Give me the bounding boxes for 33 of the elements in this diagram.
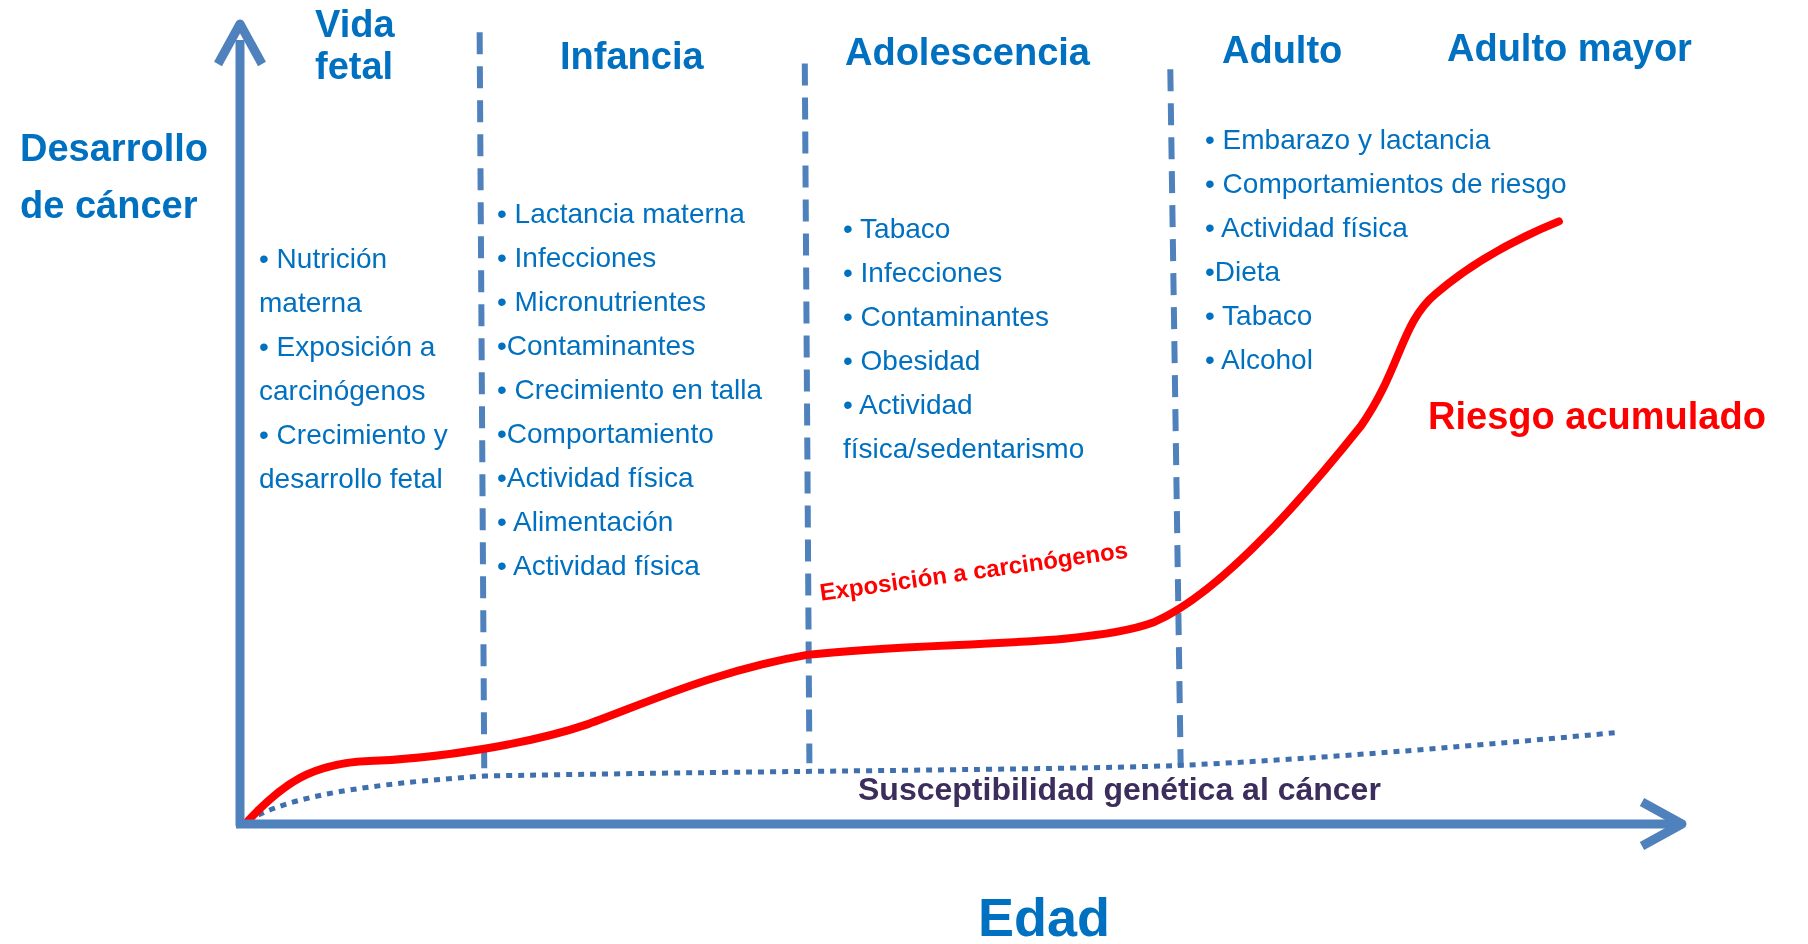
- list-item: • Infecciones: [843, 256, 1004, 290]
- stage-heading: Adolescencia: [845, 32, 1090, 74]
- list-item: •Contaminantes: [497, 329, 697, 363]
- list-item: • Comportamientos de riesgo: [1205, 167, 1568, 201]
- stage-heading: Infancia: [560, 36, 704, 78]
- list-item: • Crecimiento en talla: [497, 373, 764, 407]
- y-axis-label: Desarrollo de cáncer: [20, 126, 209, 228]
- list-item: • Micronutrientes: [497, 285, 707, 319]
- list-item: • Exposición a carcinógenos: [259, 330, 437, 408]
- list-item: •Actividad física: [497, 461, 695, 495]
- list-item: • Actividad física: [497, 549, 701, 583]
- list-item: • Crecimiento y desarrollo fetal: [259, 418, 449, 496]
- list-item: •Dieta: [1205, 255, 1282, 289]
- list-item: • Nutrición materna: [259, 242, 389, 320]
- list-item: • Embarazo y lactancia: [1205, 123, 1492, 157]
- list-item: • Tabaco: [1205, 299, 1314, 333]
- list-item: • Obesidad: [843, 344, 982, 378]
- curve-label: Susceptibilidad genética al cáncer: [858, 772, 1381, 808]
- curve-label: Exposición a carcinógenos: [818, 536, 1130, 607]
- list-item: • Contaminantes: [843, 300, 1050, 334]
- stage-heading: Adulto: [1222, 30, 1343, 72]
- list-item: • Lactancia materna: [497, 197, 746, 231]
- list-item: • Infecciones: [497, 241, 658, 275]
- list-item: • Actividad física/sedentarismo: [843, 388, 1086, 466]
- list-item: • Actividad física: [1205, 211, 1409, 245]
- curve-label: Riesgo acumulado: [1428, 396, 1766, 438]
- list-item: •Comportamiento: [497, 417, 715, 451]
- stage-heading: Adulto mayor: [1447, 28, 1692, 70]
- list-item: • Alimentación: [497, 505, 675, 539]
- list-item: • Tabaco: [843, 212, 952, 246]
- list-item: • Alcohol: [1205, 343, 1314, 377]
- x-axis-label: Edad: [978, 888, 1111, 944]
- stage-heading: Vida fetal: [315, 4, 396, 88]
